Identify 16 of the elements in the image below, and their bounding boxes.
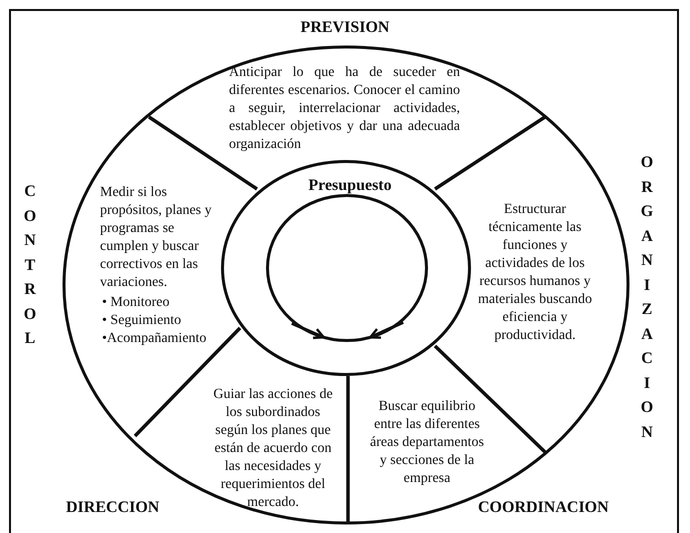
center-heading: Presupuesto bbox=[307, 176, 393, 196]
description-text: Medir si los propósitos, planes y programas se cumplen y buscar correctivos en las variaciones. bbox=[100, 184, 213, 292]
description-text: Anticipar lo que ha de suceder en diferentes escenarios. Conocer el camino a seguir, interrelacionar actividades, establecer objetivos y dar una adecuada organización bbox=[229, 64, 460, 154]
section-heading: PREVISION bbox=[300, 18, 390, 38]
section-heading: ORGANIZACION bbox=[640, 153, 654, 442]
section-heading: CONTROL bbox=[22, 182, 38, 349]
description-text: Buscar equilibrio entre las diferentes áreas departamentos y secciones de la empresa bbox=[369, 398, 485, 488]
arrow bbox=[291, 322, 325, 340]
bullet-item: • Monitoreo bbox=[102, 294, 171, 312]
arrow bbox=[369, 320, 404, 339]
description-text: Estructurar técnicamente las funciones y actividades de los recursos humanos y materiales buscando eficiencia y productividad. bbox=[477, 201, 593, 345]
section-heading: COORDINACION bbox=[478, 498, 610, 518]
section-heading: DIRECCION bbox=[66, 498, 160, 518]
bullet-item: • Seguimiento bbox=[102, 312, 182, 330]
description-text: Guiar las acciones de los subordinados según los planes que están de acuerdo con las necesidades y requerimientos del mercado. bbox=[212, 386, 334, 512]
bullet-item: •Acompañamiento bbox=[102, 330, 208, 348]
